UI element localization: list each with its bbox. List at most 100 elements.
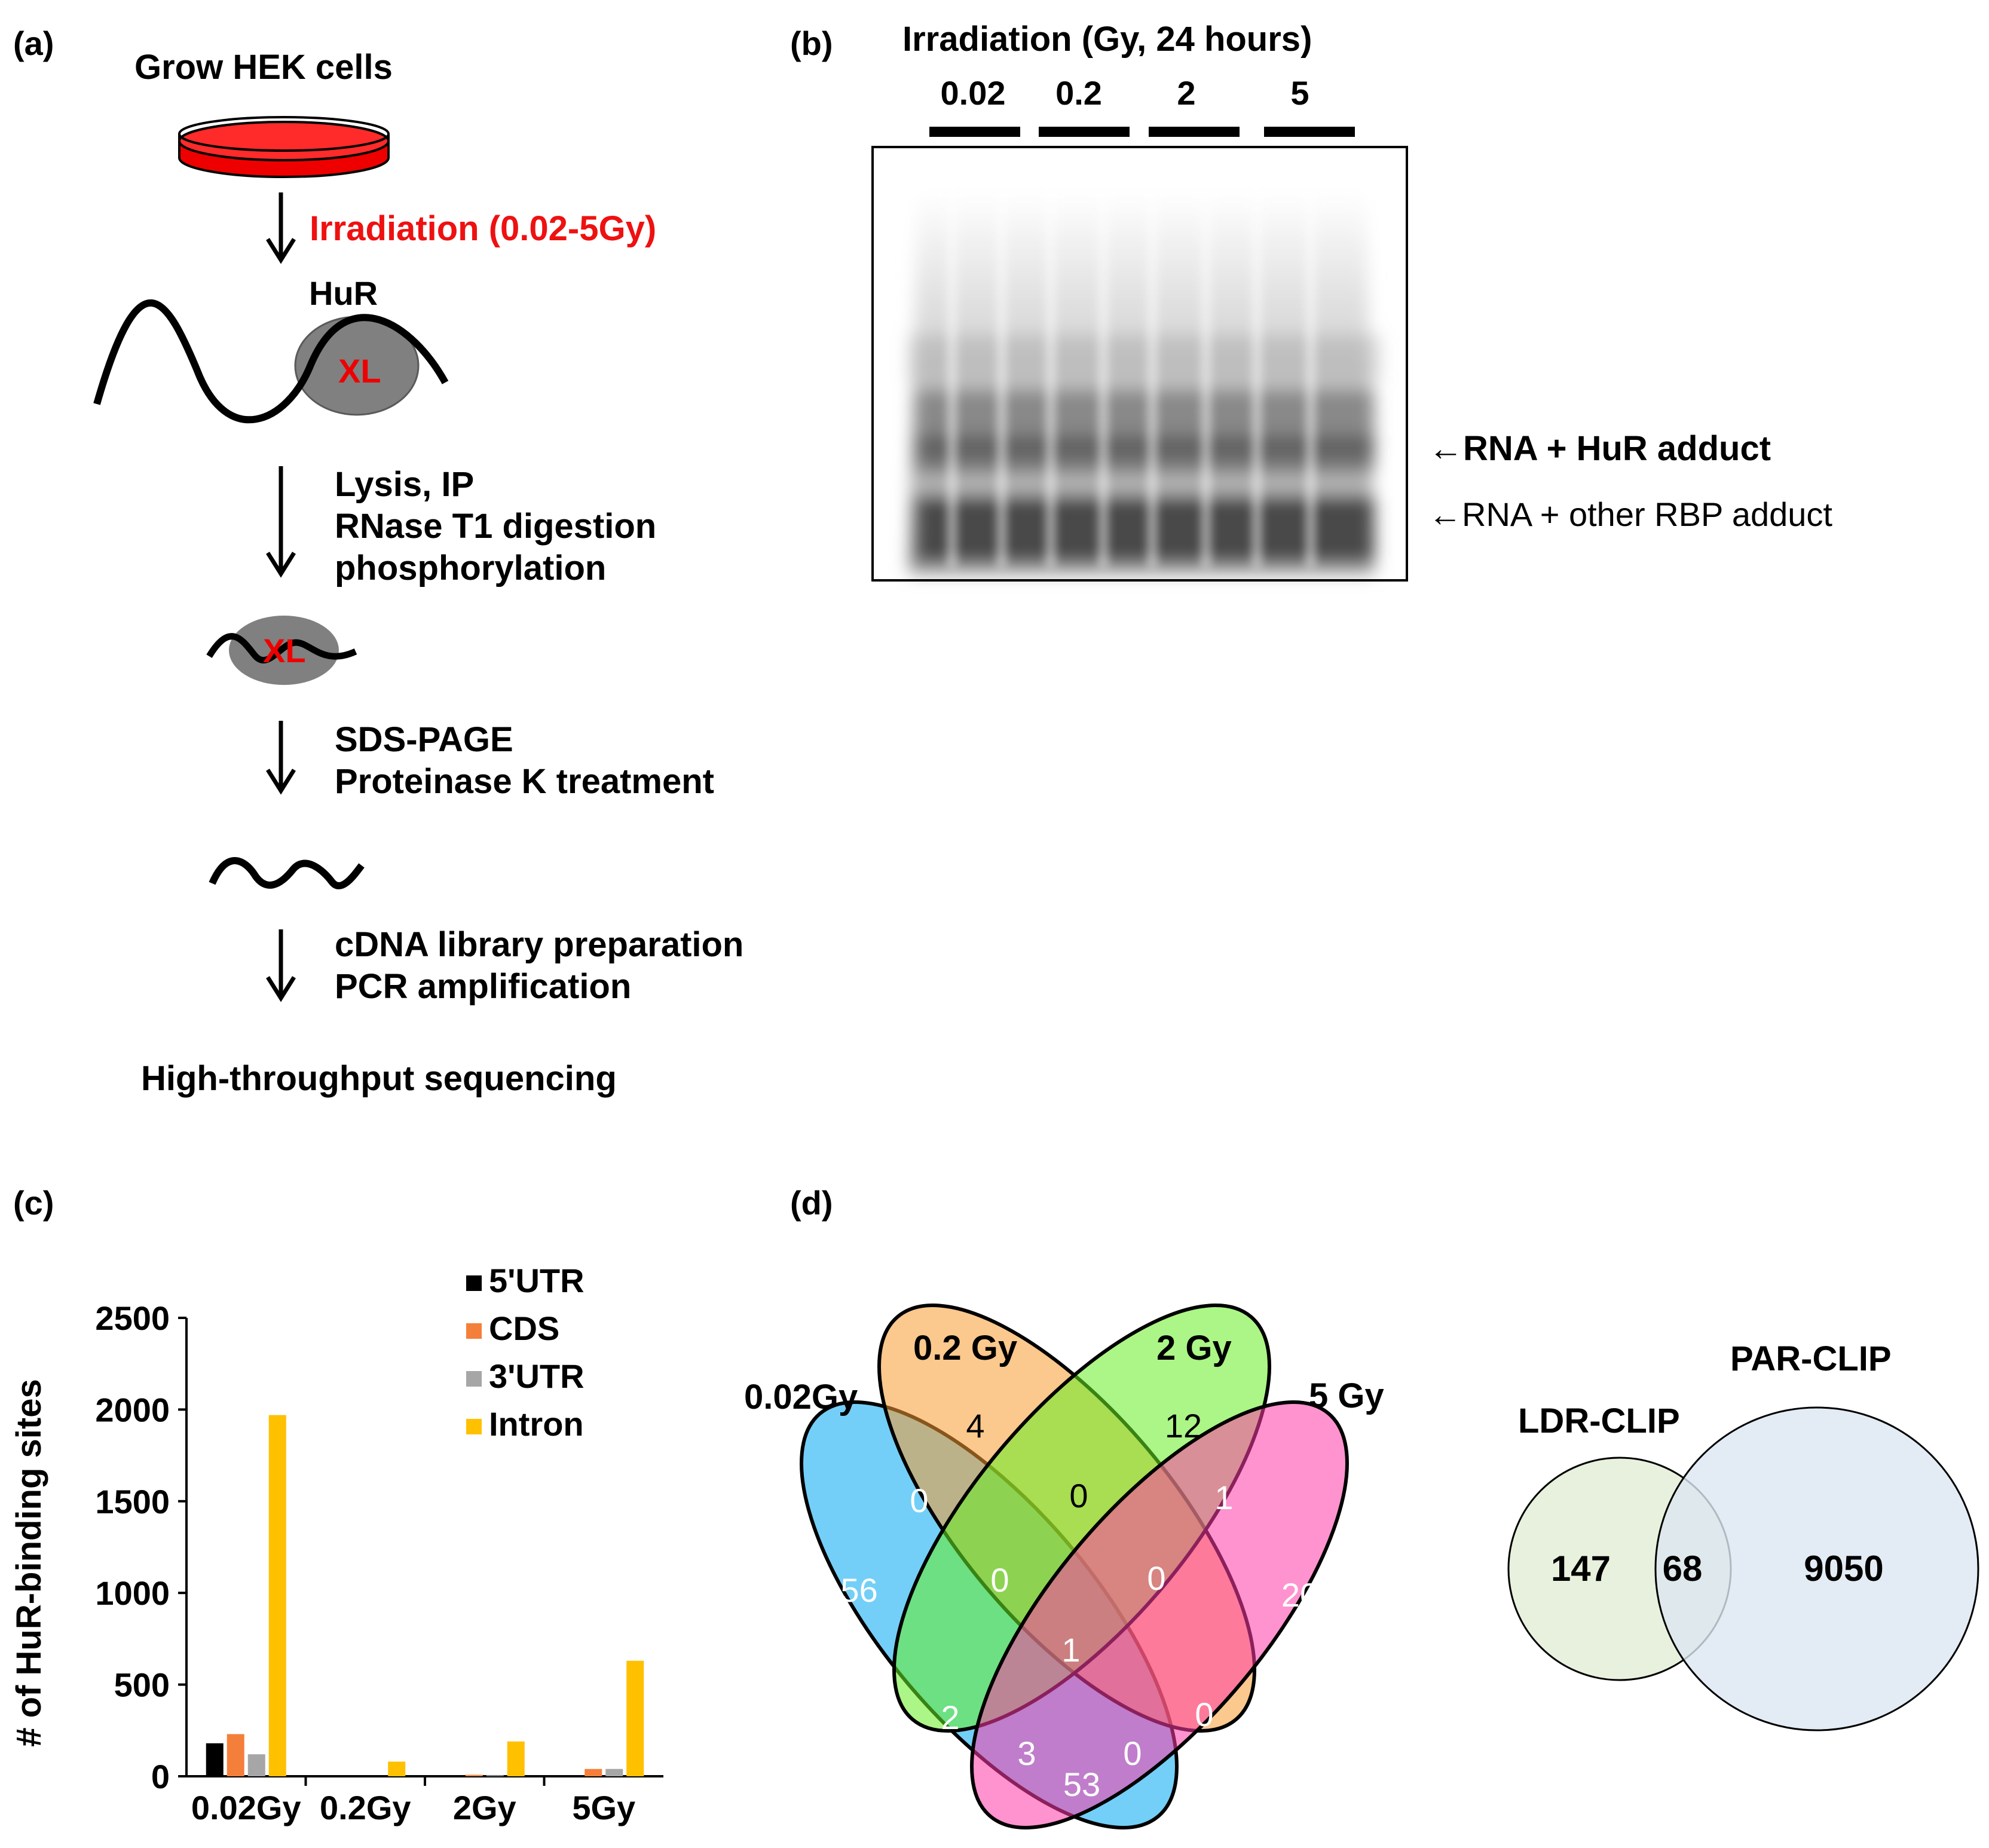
bar — [605, 1769, 623, 1776]
panel-d: (d) 0.02Gy 0.2 Gy 2 Gy 5 Gy 156 4 12 20 … — [744, 1184, 1979, 1829]
x-tick-label: 0.02Gy — [191, 1789, 301, 1826]
bar — [444, 1775, 462, 1776]
venn-region-values: 156 4 12 20 0 0 1 0 0 1 2 0 3 0 53 — [822, 1407, 1318, 1803]
venn-region-value: 3 — [1017, 1734, 1036, 1772]
down-arrow-icon — [266, 721, 296, 795]
venn-region-value: 1 — [1214, 1479, 1233, 1516]
venn-region-value: 0 — [1147, 1559, 1165, 1597]
hur-label: HuR — [309, 274, 378, 312]
lane-label: 2 — [1177, 74, 1195, 112]
sds-page-line1: SDS-PAGE — [335, 720, 513, 759]
venn-region-value: 53 — [1063, 1766, 1100, 1803]
legend-swatch — [466, 1275, 482, 1291]
bar — [388, 1761, 406, 1776]
gel-title: Irradiation (Gy, 24 hours) — [902, 20, 1312, 59]
venn-region-value: 156 — [822, 1571, 877, 1609]
bar — [507, 1741, 525, 1776]
panel-b: (b) Irradiation (Gy, 24 hours) 0.02 0.2 … — [790, 20, 1832, 582]
panel-c: (c) # of HuR-binding sites 0500100015002… — [10, 1184, 663, 1826]
hur-adduct-label: RNA + HuR adduct — [1463, 429, 1771, 468]
x-tick-label: 5Gy — [572, 1789, 635, 1826]
legend-label: 5'UTR — [489, 1262, 585, 1299]
library-prep-line2: PCR amplification — [335, 967, 631, 1006]
x-tick-label: 2Gy — [453, 1789, 516, 1826]
lane-label: 0.2 — [1055, 74, 1102, 112]
x-tick-label: 0.2Gy — [320, 1789, 411, 1826]
venn-region-value: 12 — [1165, 1407, 1202, 1445]
venn-label-par-clip: PAR-CLIP — [1730, 1339, 1892, 1378]
down-arrow-icon — [266, 192, 296, 264]
y-tick-label: 2000 — [95, 1391, 170, 1428]
venn-region-value: 2 — [941, 1699, 959, 1736]
legend-label: CDS — [489, 1309, 559, 1347]
lane-label: 0.02 — [941, 74, 1006, 112]
four-way-venn: 0.02Gy 0.2 Gy 2 Gy 5 Gy 156 4 12 20 0 0 … — [744, 1304, 1384, 1829]
venn-region-value: 0 — [910, 1482, 928, 1519]
crosslink-label: XL — [263, 632, 306, 669]
two-way-venn: LDR-CLIP PAR-CLIP 147 68 9050 — [1507, 1339, 1979, 1731]
bar — [626, 1660, 644, 1776]
rna-fragment-icon — [209, 857, 365, 889]
venn-value-ldr-only: 147 — [1551, 1549, 1611, 1589]
bar — [585, 1769, 602, 1776]
left-arrow-icon: ← — [1428, 495, 1462, 533]
gel-image — [871, 146, 1408, 582]
legend-swatch — [466, 1419, 482, 1434]
lane-label: 5 — [1290, 74, 1309, 112]
bar — [564, 1775, 582, 1776]
y-tick-label: 1000 — [95, 1574, 170, 1612]
irradiation-text: Irradiation (0.02-5Gy) — [310, 209, 656, 248]
y-tick-label: 0 — [151, 1758, 170, 1795]
other-rbp-label: RNA + other RBP adduct — [1462, 495, 1832, 533]
library-prep-line1: cDNA library preparation — [335, 925, 743, 964]
lane-bars — [929, 127, 1355, 137]
y-axis-title: # of HuR-binding sites — [10, 1379, 48, 1746]
panel-a: (a) Grow HEK cells Irradiation (0.02-5Gy… — [13, 25, 743, 1098]
venn-set-label: 0.02Gy — [744, 1378, 858, 1416]
rna-protein-crosslink-icon: XL — [93, 299, 449, 424]
lane-labels: 0.02 0.2 2 5 — [941, 74, 1309, 112]
sequencing-text: High-throughput sequencing — [141, 1059, 617, 1098]
y-tick-label: 2500 — [95, 1299, 170, 1337]
panel-a-label: (a) — [13, 25, 54, 62]
venn-region-value: 0 — [1123, 1734, 1142, 1772]
venn-region-value: 1 — [1061, 1631, 1080, 1669]
hur-adduct-annotation: ←RNA + HuR adduct — [1428, 429, 1771, 468]
bar — [206, 1743, 224, 1776]
digested-rna-protein-icon: XL — [206, 616, 357, 685]
down-arrow-icon — [266, 929, 296, 1002]
panel-b-label: (b) — [790, 25, 833, 62]
venn-set-label: 0.2 Gy — [913, 1329, 1017, 1367]
venn-set-label: 5 Gy — [1309, 1376, 1384, 1415]
venn-set-5gy — [970, 1400, 1349, 1829]
bar — [465, 1774, 483, 1776]
grow-cells-text: Grow HEK cells — [134, 48, 393, 87]
venn-set-label: 2 Gy — [1156, 1329, 1232, 1367]
other-rbp-annotation: ←RNA + other RBP adduct — [1428, 495, 1832, 533]
venn-par-clip — [1654, 1406, 1979, 1731]
legend-swatch — [466, 1371, 482, 1387]
lysis-step-line2: RNase T1 digestion — [335, 507, 656, 546]
legend-label: 3'UTR — [489, 1357, 585, 1395]
panel-c-label: (c) — [13, 1184, 54, 1222]
venn-value-overlap: 68 — [1663, 1549, 1703, 1589]
venn-region-value: 0 — [1069, 1477, 1088, 1514]
venn-label-ldr-clip: LDR-CLIP — [1518, 1402, 1680, 1440]
bar — [247, 1754, 265, 1776]
petri-dish-icon — [178, 116, 390, 178]
venn-region-value: 20 — [1281, 1576, 1318, 1614]
crosslink-label: XL — [338, 352, 381, 390]
lysis-step-line3: phosphorylation — [335, 549, 606, 588]
y-tick-label: 500 — [114, 1666, 170, 1704]
venn-region-value: 0 — [1195, 1696, 1213, 1733]
bar — [268, 1415, 286, 1776]
legend-swatch — [466, 1323, 482, 1339]
down-arrow-icon — [266, 466, 296, 578]
left-arrow-icon: ← — [1428, 429, 1463, 468]
lysis-step-line1: Lysis, IP — [335, 465, 474, 504]
legend-label: Intron — [489, 1405, 584, 1443]
venn-region-value: 4 — [966, 1407, 984, 1445]
venn-region-value: 0 — [990, 1561, 1009, 1599]
